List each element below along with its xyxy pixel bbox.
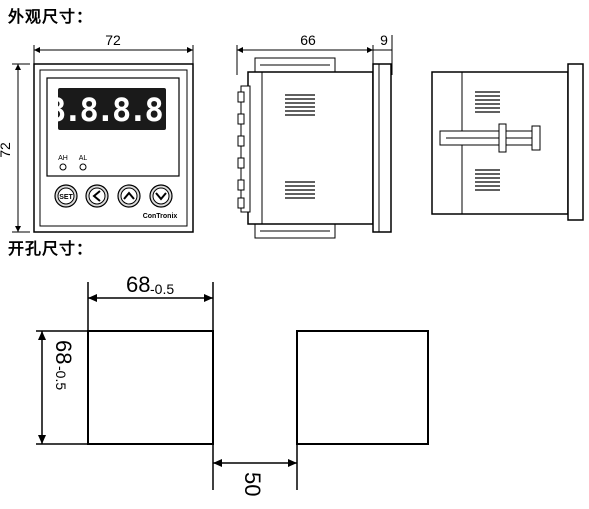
front-view: 72 72 8.8.8.8. AH AL SET [0, 32, 194, 233]
cutout-width-tolerance: -0.5 [150, 281, 174, 297]
front-width-dim: 72 [105, 32, 121, 48]
svg-text:AH: AH [58, 155, 68, 162]
cutout-spacing-dim: 50 [240, 472, 265, 496]
led-digits: 8.8.8.8. [47, 91, 177, 129]
side-vents [285, 94, 315, 199]
cutout-height-dim: 68 [51, 340, 76, 364]
side-view: 66 9 [236, 32, 393, 239]
cutout-width-dim: 68 [126, 272, 150, 297]
chevron-up-icon [123, 191, 135, 200]
svg-text:SET: SET [59, 194, 73, 201]
outline-heading: 外观尺寸： [8, 7, 94, 26]
indicator-al: AL [79, 155, 88, 171]
cutout-heading: 开孔尺寸： [8, 239, 94, 258]
cutout-right [296, 330, 429, 445]
led-display [58, 88, 166, 130]
top-view [431, 63, 584, 221]
svg-text:AL: AL [79, 155, 88, 162]
front-height-dim: 72 [0, 142, 13, 158]
cutout-view: 68 -0.5 68 -0.5 50 [36, 272, 429, 496]
cutout-height-tolerance: -0.5 [53, 366, 69, 390]
set-button[interactable]: SET [54, 184, 78, 208]
indicator-ah: AH [58, 155, 68, 171]
chevron-left-icon [92, 190, 101, 202]
up-button[interactable] [117, 184, 141, 208]
cutout-left [87, 330, 214, 445]
brand-logo: ConTronix [143, 213, 178, 220]
chevron-down-icon [155, 192, 167, 201]
terminal-teeth [237, 91, 245, 209]
down-button[interactable] [149, 184, 173, 208]
side-depth-dim: 66 [300, 32, 316, 48]
left-button[interactable] [85, 184, 109, 208]
side-bezel-dim: 9 [380, 32, 388, 48]
